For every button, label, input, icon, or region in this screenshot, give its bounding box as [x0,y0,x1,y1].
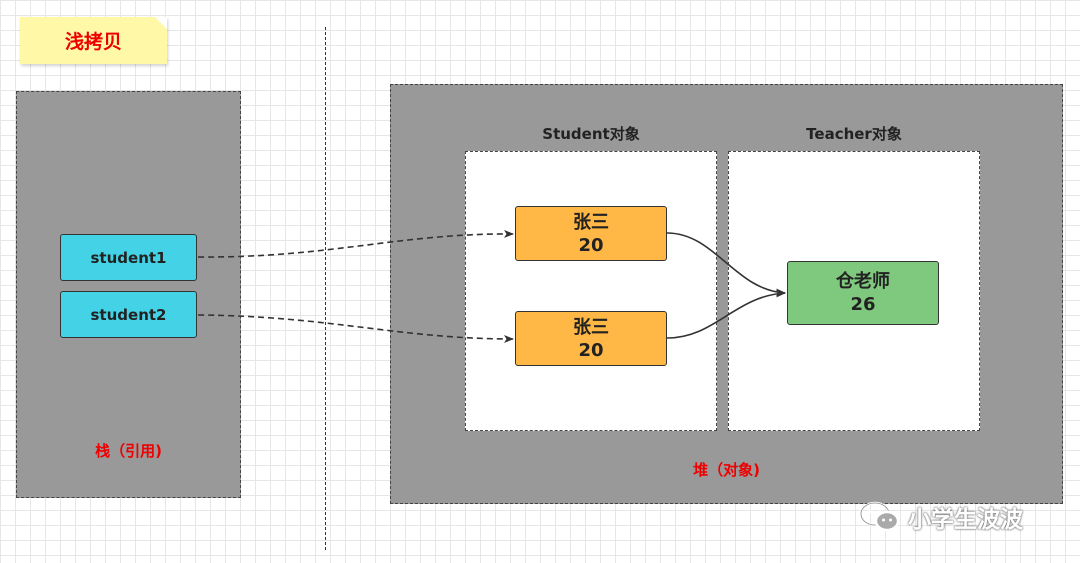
student-object-1[interactable]: 张三 20 [515,206,667,261]
watermark-text: 小学生波波 [908,507,1023,533]
title-note: 浅拷贝 [20,17,167,64]
student1-label: student1 [90,248,167,267]
page-title: 浅拷贝 [64,31,122,53]
student2-reference[interactable]: student2 [60,291,197,338]
student2-to-student-object-arrow [197,314,514,343]
student-object-title: Student对象 [542,125,640,143]
student-age: 20 [578,234,604,256]
note-fold [155,17,167,29]
student-age: 20 [578,339,604,361]
teacher-name: 仓老师 [836,271,890,292]
heap-caption: 堆（对象) [693,461,760,479]
student-name: 张三 [573,211,609,233]
student-object1-to-teacher-arrow [666,232,786,297]
student1-to-student-object-arrow [197,229,514,258]
student1-reference[interactable]: student1 [60,234,197,281]
stack-heap-divider [325,27,326,550]
stack-caption: 栈（引用) [95,442,162,460]
watermark: 小学生波波 [858,500,1023,534]
student2-label: student2 [90,305,167,324]
teacher-age: 26 [850,294,876,315]
student-object-2[interactable]: 张三 20 [515,311,667,366]
student-name: 张三 [573,316,609,338]
wechat-icon [859,501,900,532]
student-object2-to-teacher-arrow [666,289,786,339]
student-object-frame [465,151,717,431]
teacher-object-title: Teacher对象 [806,125,902,143]
teacher-object[interactable]: 仓老师 26 [787,261,939,325]
